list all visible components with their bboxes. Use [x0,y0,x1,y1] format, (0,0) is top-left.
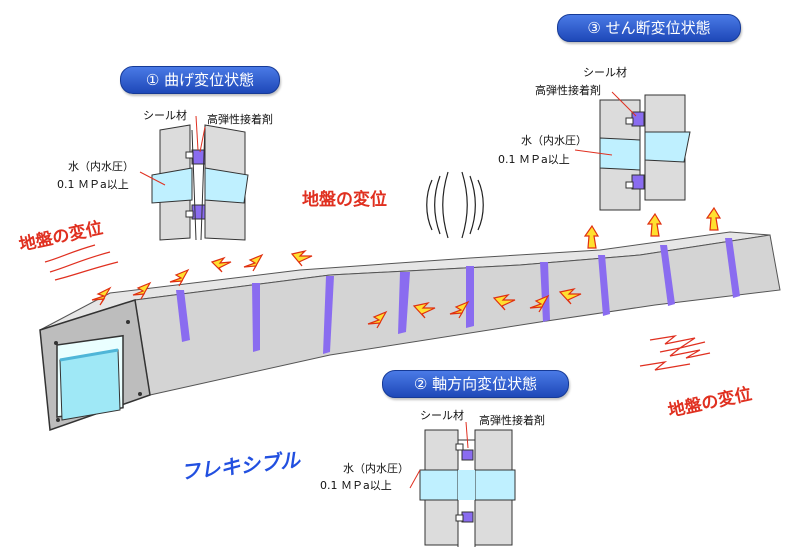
displacement-arrows [91,206,722,329]
title-bend: ① 曲げ変位状態 [120,66,280,94]
joint-seals [176,238,740,354]
detail-shear-figure [574,91,691,211]
bend-seal-label: シール材 [143,109,187,122]
vibration-arcs [426,171,484,239]
ground-label-center: 地盤の変位 [302,190,387,210]
bend-water-label: 水（内水圧） [68,160,134,173]
axial-water-label: 水（内水圧） [343,462,409,475]
shear-adhesive-label: 高弾性接着剤 [535,84,601,97]
axial-pressure-label: 0.1 ＭＰa以上 [320,479,392,492]
axial-adhesive-label: 高弾性接着剤 [479,414,545,427]
culvert-body [39,231,781,432]
shear-water-label: 水（内水圧） [521,134,587,147]
title-shear: ③ せん断変位状態 [557,14,741,42]
detail-bend-figure [139,115,249,241]
shear-seal-label: シール材 [583,66,627,79]
ground-wave-lines [44,244,711,371]
axial-seal-label: シール材 [420,409,464,422]
bend-adhesive-label: 高弾性接着剤 [207,113,273,126]
title-axial: ② 軸方向変位状態 [382,370,569,398]
shear-pressure-label: 0.1 ＭＰa以上 [498,153,570,166]
detail-axial-figure [409,421,516,547]
bend-pressure-label: 0.1 ＭＰa以上 [57,178,129,191]
